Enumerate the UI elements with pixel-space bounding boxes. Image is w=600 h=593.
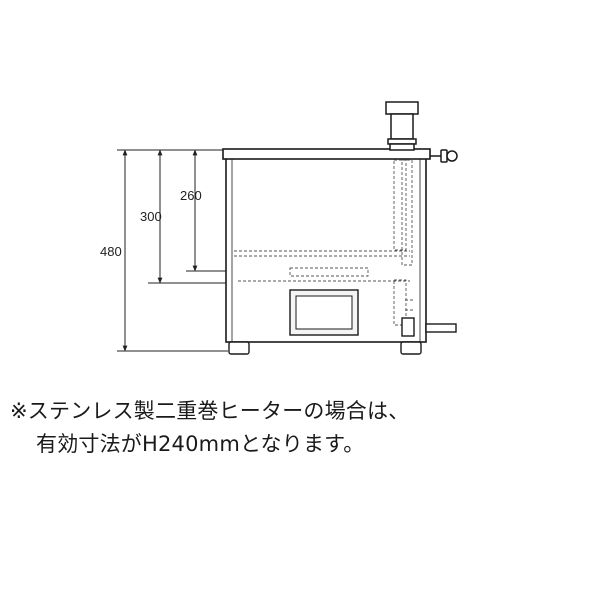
top-fitting (385, 101, 419, 151)
dim-label-300: 300 (140, 209, 162, 224)
caption-line-2: 有効寸法がH240mmとなります。 (36, 432, 365, 456)
front-window-inner (295, 295, 353, 330)
tank (222, 101, 458, 355)
foot-right (400, 341, 422, 355)
side-knob (430, 149, 458, 163)
caption-line-1: ※ステンレス製二重巻ヒーターの場合は、 (10, 399, 410, 423)
heater-dashed (234, 159, 415, 326)
dim-label-260: 260 (180, 188, 202, 203)
tank-lid (222, 148, 431, 160)
foot-left (228, 341, 250, 355)
dim-label-480: 480 (100, 244, 122, 259)
drain-outlet (401, 317, 457, 337)
